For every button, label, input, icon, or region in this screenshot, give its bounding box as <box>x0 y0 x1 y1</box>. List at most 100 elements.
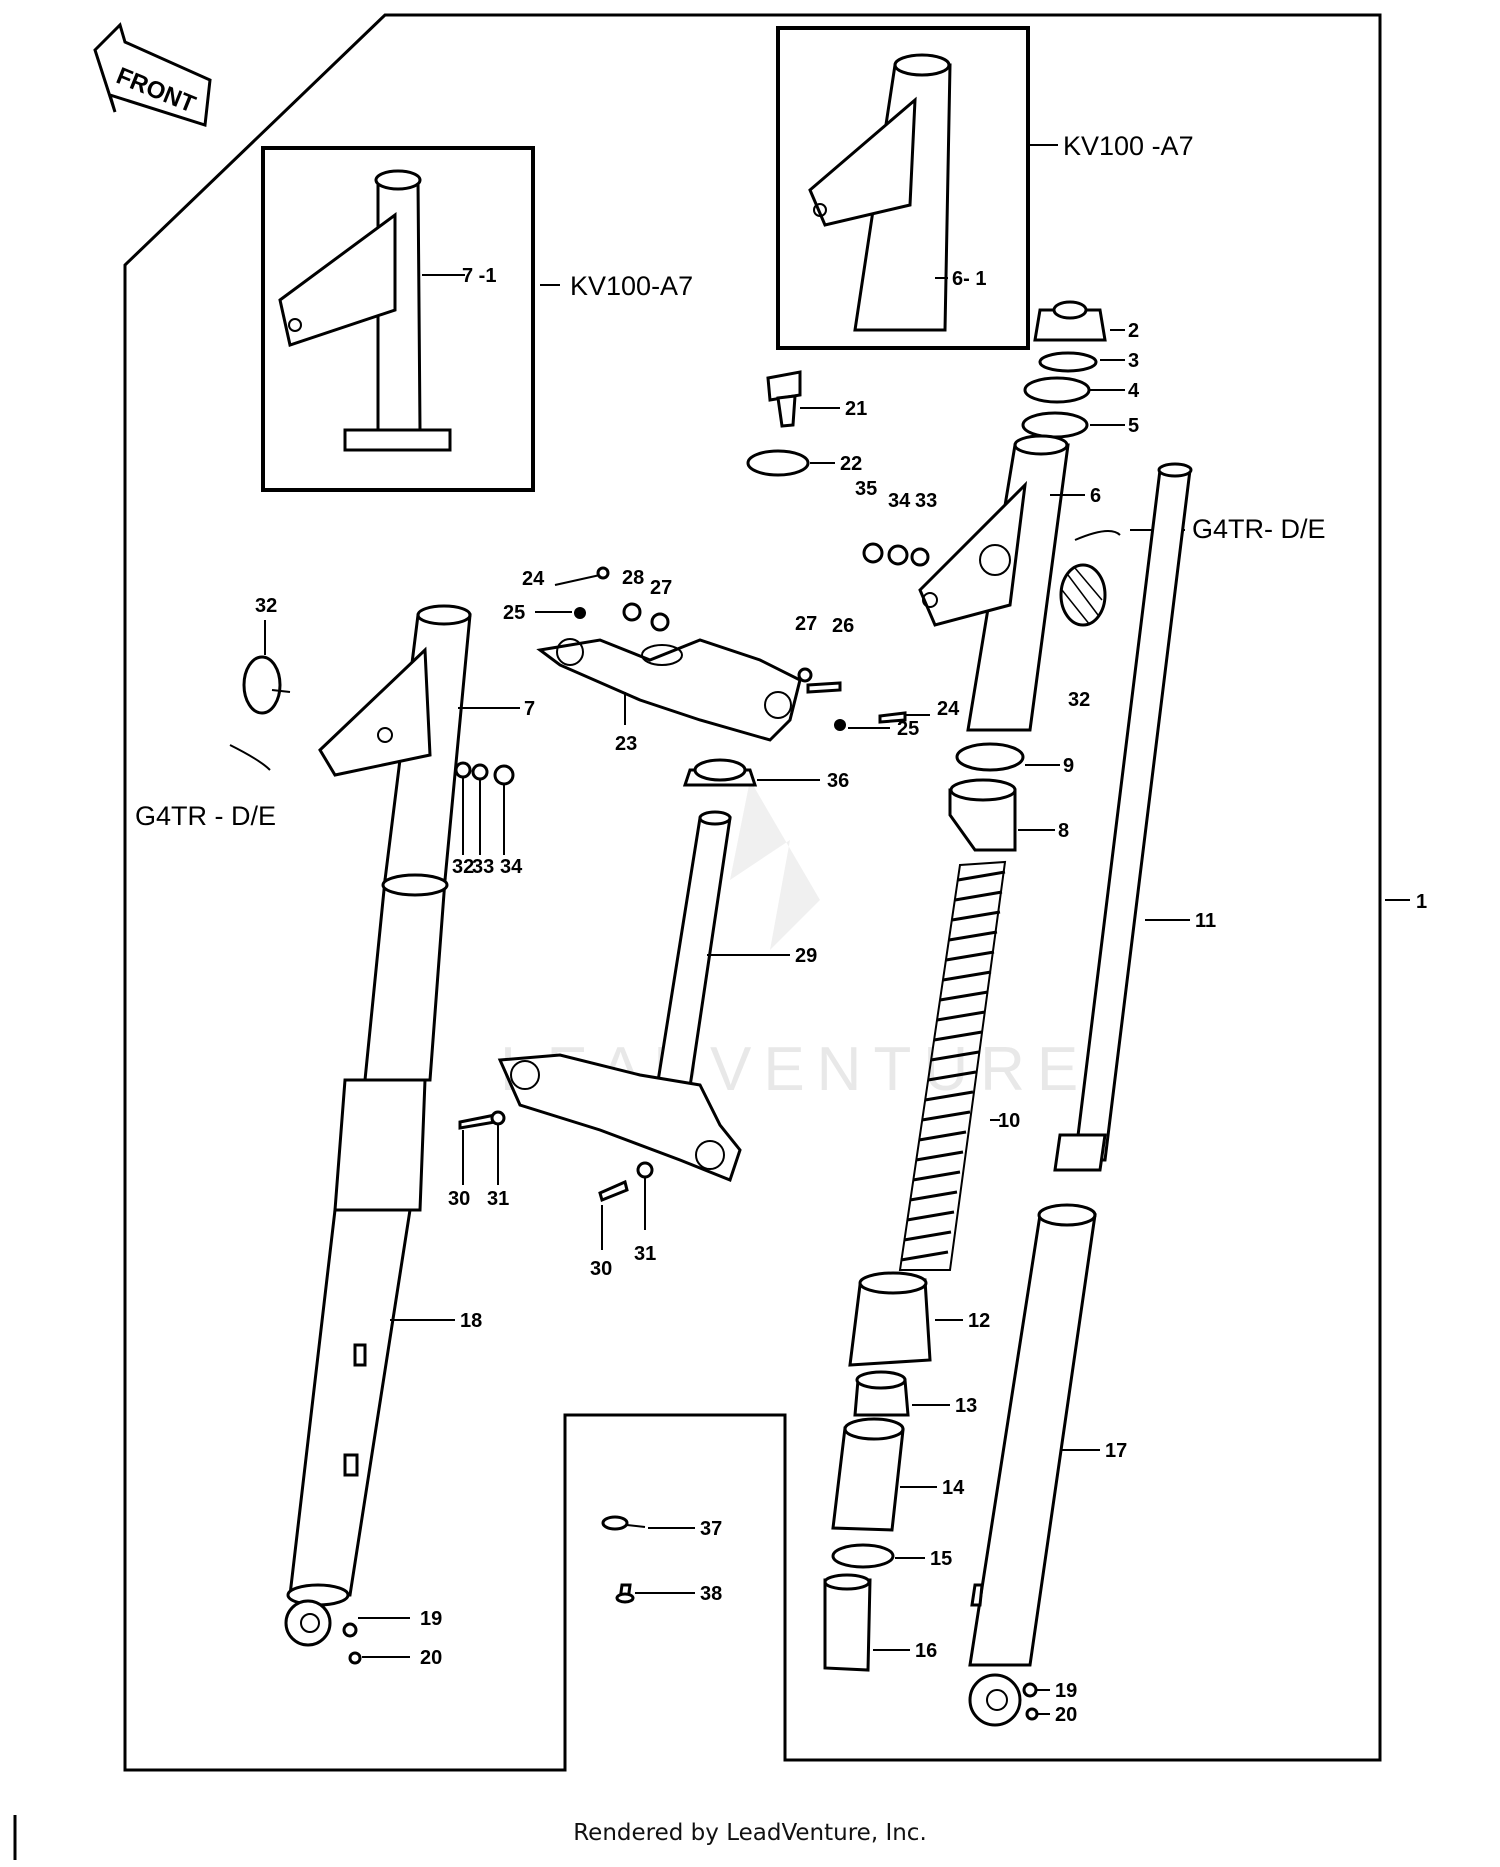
upper-bracket-23 <box>536 638 802 742</box>
callout-34-right: 34 <box>888 490 911 512</box>
callout-20-right: 20 <box>1055 1704 1077 1726</box>
callout-37: 37 <box>700 1518 722 1540</box>
callout-27-left: 27 <box>650 577 672 599</box>
reflector-32-right <box>1059 563 1107 627</box>
callout-8: 8 <box>1058 820 1069 842</box>
cylinder-12 <box>848 1271 932 1367</box>
callout-25-right: 25 <box>897 718 919 740</box>
screw-38 <box>615 1583 635 1604</box>
nut-35 <box>862 542 884 564</box>
washer-22 <box>746 449 810 477</box>
washer-31-right <box>636 1161 654 1179</box>
washer-27-right <box>797 667 813 683</box>
callout-24-left: 24 <box>522 568 545 590</box>
callout-28: 28 <box>622 567 644 589</box>
bolt-24-left <box>596 566 610 580</box>
callout-33-left: 33 <box>472 856 494 878</box>
callout-3: 3 <box>1128 350 1139 372</box>
fork-tube-11 <box>1053 462 1193 1172</box>
callout-31-right: 31 <box>634 1243 656 1265</box>
callout-24-right: 24 <box>937 698 960 720</box>
callout-22: 22 <box>840 453 862 475</box>
washer-32-left <box>454 761 472 779</box>
callout-13: 13 <box>955 1395 977 1417</box>
ring-9 <box>955 742 1025 772</box>
variant-left-label: G4TR - D/E <box>135 801 276 831</box>
callout-9: 9 <box>1063 755 1074 777</box>
washer-27-left <box>650 612 670 632</box>
callout-25-left: 25 <box>503 602 525 624</box>
callout-17: 17 <box>1105 1440 1127 1462</box>
seal-13 <box>853 1370 910 1417</box>
head-tube-7 <box>318 604 472 882</box>
callout-32-right: 32 <box>1068 689 1090 711</box>
clip-37 <box>601 1515 646 1531</box>
washer-25-right <box>834 719 846 731</box>
callout-12: 12 <box>968 1310 990 1332</box>
inset-right-label: KV100 -A7 <box>1063 131 1194 161</box>
callout-6: 6 <box>1090 485 1101 507</box>
callout-21: 21 <box>845 398 867 420</box>
front-arrow-icon: FRONT <box>93 22 212 127</box>
callout-30-right: 30 <box>590 1258 612 1280</box>
head-tube-6-1 <box>808 53 952 332</box>
callout-20-left: 20 <box>420 1647 442 1669</box>
washer-34 <box>887 544 909 566</box>
callout-7-1: 7 -1 <box>462 265 496 287</box>
callout-29: 29 <box>795 945 817 967</box>
washer-33-left <box>471 763 489 781</box>
callout-4: 4 <box>1128 380 1140 402</box>
callout-15: 15 <box>930 1548 952 1570</box>
nut-34-left <box>493 764 515 786</box>
washer-19-right <box>1022 1682 1038 1698</box>
nut-28 <box>622 602 642 622</box>
collar-8 <box>948 778 1017 852</box>
callout-26: 26 <box>832 615 854 637</box>
washer-25-left <box>574 607 586 619</box>
callout-34-left: 34 <box>500 856 523 878</box>
spring-10 <box>898 860 1007 1271</box>
cap-36 <box>682 758 758 787</box>
assembly-frame <box>123 13 1382 1772</box>
bolt-20-right <box>1025 1707 1039 1721</box>
callout-7: 7 <box>524 698 535 720</box>
fork-cap-parts <box>1021 300 1107 439</box>
bolt-26 <box>806 681 842 694</box>
callout-16: 16 <box>915 1640 937 1662</box>
callout-33-right: 33 <box>915 490 937 512</box>
callout-30-left: 30 <box>448 1188 470 1210</box>
callout-11: 11 <box>1195 910 1216 932</box>
bolt-30-left <box>458 1113 497 1130</box>
inset-left-label: KV100-A7 <box>570 271 693 301</box>
washer-19-left <box>342 1622 358 1638</box>
callout-32-top-left: 32 <box>255 595 277 617</box>
washer-31-left <box>490 1110 506 1126</box>
callout-38: 38 <box>700 1583 722 1605</box>
steering-stem-29 <box>497 810 742 1182</box>
bolt-30-right <box>598 1179 629 1203</box>
callout-18: 18 <box>460 1310 482 1332</box>
callout-36: 36 <box>827 770 849 792</box>
outer-tube-18 <box>284 873 449 1647</box>
bolt-21 <box>766 370 802 428</box>
washer-33 <box>910 547 930 567</box>
o-ring-15 <box>831 1543 895 1569</box>
head-tube-6 <box>918 434 1070 732</box>
callout-1: 1 <box>1416 891 1427 913</box>
footer-rendered-by: Rendered by LeadVenture, Inc. <box>573 1820 927 1846</box>
reflector-32-left <box>242 655 291 715</box>
callout-19-right: 19 <box>1055 1680 1077 1702</box>
callout-23: 23 <box>615 733 637 755</box>
sleeve-16 <box>823 1573 872 1672</box>
bushing-14 <box>831 1417 905 1532</box>
callout-35: 35 <box>855 478 877 500</box>
callout-19-left: 19 <box>420 1608 442 1630</box>
callout-14: 14 <box>942 1477 965 1499</box>
callout-27-right: 27 <box>795 613 817 635</box>
callout-31-left: 31 <box>487 1188 509 1210</box>
callout-6-1: 6- 1 <box>952 268 986 290</box>
head-tube-7-1 <box>278 169 452 452</box>
callout-32-left: 32 <box>452 856 474 878</box>
bolt-20-left <box>348 1651 362 1665</box>
